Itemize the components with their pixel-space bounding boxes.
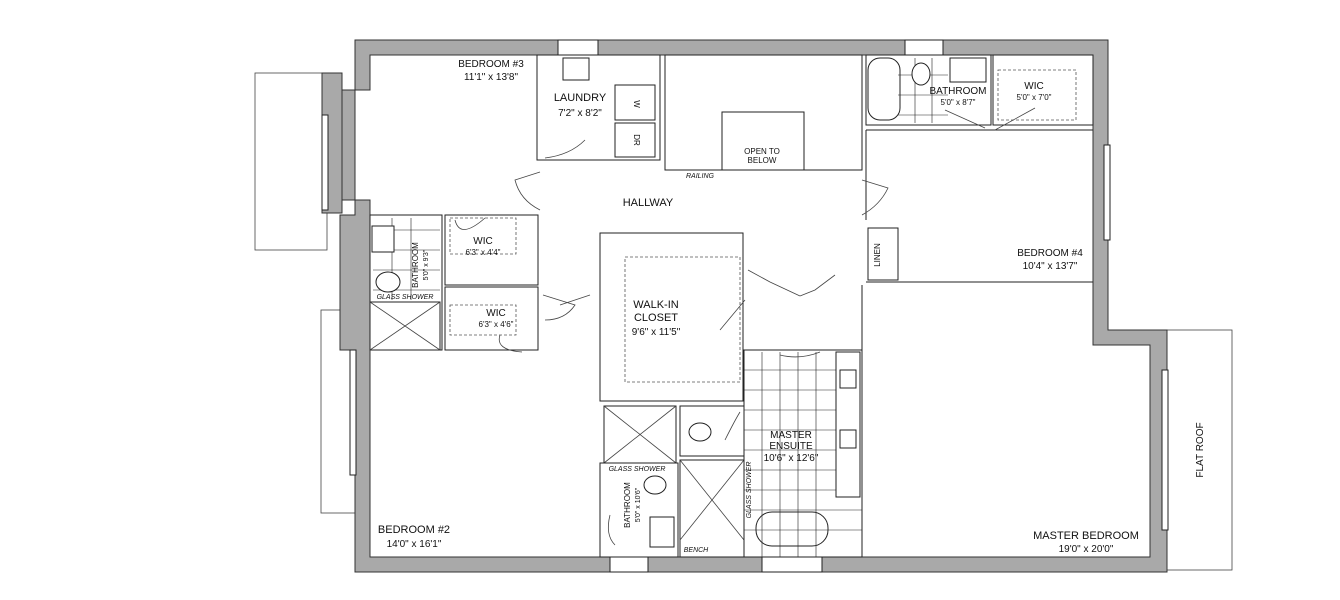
washer-label: W xyxy=(632,100,641,108)
interior-walls xyxy=(369,54,1094,558)
wic-left-upper-name: WIC xyxy=(473,236,492,247)
bedroom4-name: BEDROOM #4 xyxy=(1017,248,1083,259)
bench-label: BENCH xyxy=(684,547,709,554)
hallway-label: HALLWAY xyxy=(623,197,674,209)
bathroom-left-name: BATHROOM xyxy=(411,242,420,288)
window-top-bath xyxy=(904,39,944,56)
flat-roof-label: FLAT ROOF xyxy=(1195,422,1206,477)
laundry-name: LAUNDRY xyxy=(554,92,607,104)
master-size: 19'0" x 20'0" xyxy=(1059,544,1114,555)
toilet-top xyxy=(911,62,931,86)
wic-top-name: WIC xyxy=(1024,81,1043,92)
toilet-ensuite xyxy=(688,422,712,442)
door-swings xyxy=(454,107,1036,546)
wic-left-upper-size: 6'3" x 4'4" xyxy=(466,248,501,257)
ensuite-size: 10'6" x 12'6" xyxy=(764,453,819,464)
window-bottom-bath xyxy=(609,556,649,573)
sink-left xyxy=(371,225,395,253)
dryer-label: DR xyxy=(632,134,641,146)
bathroom-lower-size: 5'0" x 10'6" xyxy=(635,487,642,522)
window-right-bed4 xyxy=(1103,144,1111,241)
window-left-bed2 xyxy=(349,349,357,476)
bathroom-lower-name: BATHROOM xyxy=(623,482,632,528)
window-top-laundry xyxy=(557,39,599,56)
walkin-line1: WALK-IN xyxy=(633,299,678,311)
walkin-size: 9'6" x 11'5" xyxy=(632,327,681,338)
wic-left-lower-name: WIC xyxy=(486,308,505,319)
bathroom-top-name: BATHROOM xyxy=(929,86,986,97)
open-to-below-line1: OPEN TO xyxy=(744,147,780,156)
railing-label: RAILING xyxy=(686,173,715,180)
wic-top-size: 5'0" x 7'0" xyxy=(1017,93,1052,102)
ensuite-shower-label: GLASS SHOWER xyxy=(746,462,753,519)
bathroom-left-shower: GLASS SHOWER xyxy=(377,294,434,301)
bathroom-left-size: 5'0" x 9'3" xyxy=(423,249,430,280)
walkin-line2: CLOSET xyxy=(634,312,678,324)
window-right-master xyxy=(1161,369,1169,531)
wic-left-lower-size: 6'3" x 4'6" xyxy=(479,320,514,329)
laundry-size: 7'2" x 8'2" xyxy=(558,108,602,119)
toilet-left xyxy=(375,271,401,293)
bathroom-top-size: 5'0" x 8'7" xyxy=(941,98,976,107)
ensuite-line1: MASTER xyxy=(770,430,812,441)
toilet-lower xyxy=(643,475,667,495)
bedroom4-size: 10'4" x 13'7" xyxy=(1023,261,1078,272)
master-name: MASTER BEDROOM xyxy=(1033,530,1139,542)
linen-label: LINEN xyxy=(873,243,882,267)
bedroom3-size: 11'1" x 13'8" xyxy=(464,72,519,83)
left-exterior-box xyxy=(254,72,328,251)
bathroom-lower-shower: GLASS SHOWER xyxy=(609,466,666,473)
open-to-below-line2: BELOW xyxy=(748,156,777,165)
bedroom3-name: BEDROOM #3 xyxy=(458,59,524,70)
window-left-bed3 xyxy=(321,114,329,211)
bedroom2-name: BEDROOM #2 xyxy=(378,524,450,536)
ensuite-tile-grid xyxy=(744,352,862,557)
window-bottom-ensuite xyxy=(761,556,823,573)
bedroom2-size: 14'0" x 16'1" xyxy=(387,539,442,550)
sink-lower xyxy=(649,516,675,548)
ensuite-line2: ENSUITE xyxy=(769,441,813,452)
